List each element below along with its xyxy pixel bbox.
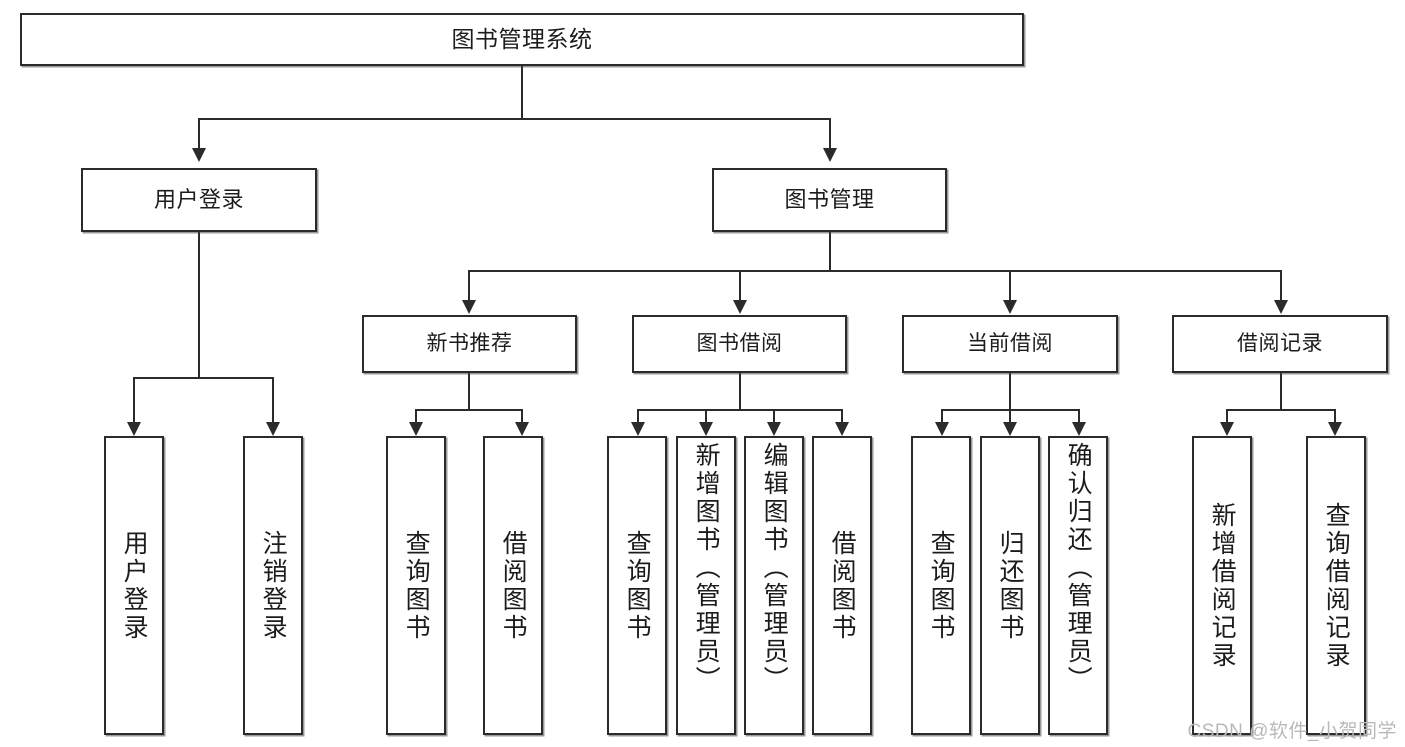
connector-book-borrow-bus	[637, 409, 843, 411]
node-label: 借阅图书	[499, 529, 528, 642]
leaf-add-borrow-record[interactable]: 新增借阅记录	[1192, 436, 1252, 735]
arrow-to-leaf-add-book	[699, 422, 713, 436]
leaf-borrow-book[interactable]: 借阅图书	[812, 436, 872, 735]
node-label: 当前借阅	[967, 331, 1053, 355]
node-label: 借阅图书	[828, 529, 857, 642]
node-label: 查询图书	[623, 529, 652, 642]
node-label: 注销登录	[259, 529, 288, 642]
leaf-query-book-borrow[interactable]: 查询图书	[607, 436, 667, 735]
node-label: 编辑图书（管理员）	[760, 442, 789, 694]
arrow-to-leaf-logout	[266, 422, 280, 436]
arrow-to-current-borrow	[1003, 300, 1017, 314]
connector-user-login-bus	[133, 377, 273, 379]
arrow-to-leaf-user-login	[127, 422, 141, 436]
leaf-query-book-current[interactable]: 查询图书	[911, 436, 971, 735]
connector-current-borrow-drop-1	[941, 409, 943, 422]
connector-new-book-drop-2	[521, 409, 523, 422]
arrow-to-leaf-return-book	[1003, 422, 1017, 436]
node-label: 图书借阅	[696, 331, 783, 355]
leaf-query-borrow-record[interactable]: 查询借阅记录	[1306, 436, 1366, 735]
connector-borrow-record-bus	[1226, 409, 1334, 411]
arrow-to-book-borrow	[733, 300, 747, 314]
connector-level3-drop-2	[739, 270, 741, 300]
node-root-system[interactable]: 图书管理系统	[20, 13, 1024, 66]
connector-book-borrow-drop-2	[705, 409, 707, 422]
connector-new-book-stem	[468, 373, 470, 409]
leaf-borrow-book-recommend[interactable]: 借阅图书	[483, 436, 543, 735]
connector-user-login-drop-1	[133, 377, 135, 422]
connector-current-borrow-drop-3	[1078, 409, 1080, 422]
arrow-to-leaf-query-book-2	[631, 422, 645, 436]
node-label: 确认归还（管理员）	[1064, 442, 1093, 694]
leaf-user-login[interactable]: 用户登录	[104, 436, 164, 735]
node-label: 新增图书（管理员）	[692, 442, 721, 694]
leaf-add-book-admin[interactable]: 新增图书（管理员）	[676, 436, 736, 735]
arrow-to-book-manage	[823, 148, 837, 162]
connector-level3-drop-4	[1280, 270, 1282, 300]
leaf-query-book-recommend[interactable]: 查询图书	[386, 436, 446, 735]
connector-current-borrow-stem	[1009, 373, 1011, 409]
connector-level2-drop-1	[198, 118, 200, 148]
connector-level2-bus	[198, 118, 829, 120]
arrow-to-borrow-record	[1274, 300, 1288, 314]
node-user-login[interactable]: 用户登录	[81, 168, 317, 232]
arrow-to-leaf-query-book-3	[935, 422, 949, 436]
leaf-confirm-return-admin[interactable]: 确认归还（管理员）	[1048, 436, 1108, 735]
node-label: 归还图书	[996, 529, 1025, 642]
connector-book-borrow-drop-1	[637, 409, 639, 422]
node-label: 用户登录	[120, 529, 149, 642]
node-borrow-record[interactable]: 借阅记录	[1172, 315, 1388, 373]
node-label: 查询借阅记录	[1322, 501, 1351, 670]
arrow-to-leaf-borrow-book-2	[835, 422, 849, 436]
node-label: 图书管理	[784, 187, 875, 213]
node-current-borrow[interactable]: 当前借阅	[902, 315, 1118, 373]
node-label: 借阅记录	[1237, 331, 1323, 355]
node-new-book-recommend[interactable]: 新书推荐	[362, 315, 577, 373]
node-label: 图书管理系统	[451, 25, 593, 52]
connector-new-book-drop-1	[415, 409, 417, 422]
connector-current-borrow-drop-2	[1009, 409, 1011, 422]
arrow-to-leaf-edit-book	[767, 422, 781, 436]
connector-book-borrow-stem	[739, 373, 741, 409]
node-label: 查询图书	[927, 529, 956, 642]
arrow-to-leaf-confirm-return	[1072, 422, 1086, 436]
node-label: 新增借阅记录	[1208, 501, 1237, 670]
connector-level3-drop-3	[1009, 270, 1011, 300]
arrow-to-leaf-add-record	[1220, 422, 1234, 436]
leaf-edit-book-admin[interactable]: 编辑图书（管理员）	[744, 436, 804, 735]
connector-root-stem	[521, 66, 523, 118]
node-book-management[interactable]: 图书管理	[712, 168, 947, 232]
connector-level3-drop-1	[468, 270, 470, 300]
connector-borrow-record-drop-2	[1334, 409, 1336, 422]
arrow-to-leaf-borrow-book-1	[515, 422, 529, 436]
connector-level2-drop-2	[829, 118, 831, 148]
connector-borrow-record-stem	[1280, 373, 1282, 409]
connector-book-borrow-drop-4	[841, 409, 843, 422]
connector-user-login-drop-2	[272, 377, 274, 422]
connector-new-book-bus	[415, 409, 522, 411]
connector-borrow-record-drop-1	[1226, 409, 1228, 422]
leaf-return-book[interactable]: 归还图书	[980, 436, 1040, 735]
connector-level3-bus	[468, 270, 1280, 272]
arrow-to-leaf-query-record	[1328, 422, 1342, 436]
node-label: 用户登录	[153, 187, 244, 213]
arrow-to-leaf-query-book-1	[409, 422, 423, 436]
arrow-to-user-login	[192, 148, 206, 162]
connector-book-borrow-drop-3	[773, 409, 775, 422]
connector-user-login-stem	[198, 232, 200, 377]
node-label: 新书推荐	[426, 331, 513, 355]
arrow-to-new-book-recommend	[462, 300, 476, 314]
node-label: 查询图书	[402, 529, 431, 642]
leaf-logout[interactable]: 注销登录	[243, 436, 303, 735]
connector-book-management-stem	[829, 232, 831, 270]
node-book-borrow[interactable]: 图书借阅	[632, 315, 847, 373]
